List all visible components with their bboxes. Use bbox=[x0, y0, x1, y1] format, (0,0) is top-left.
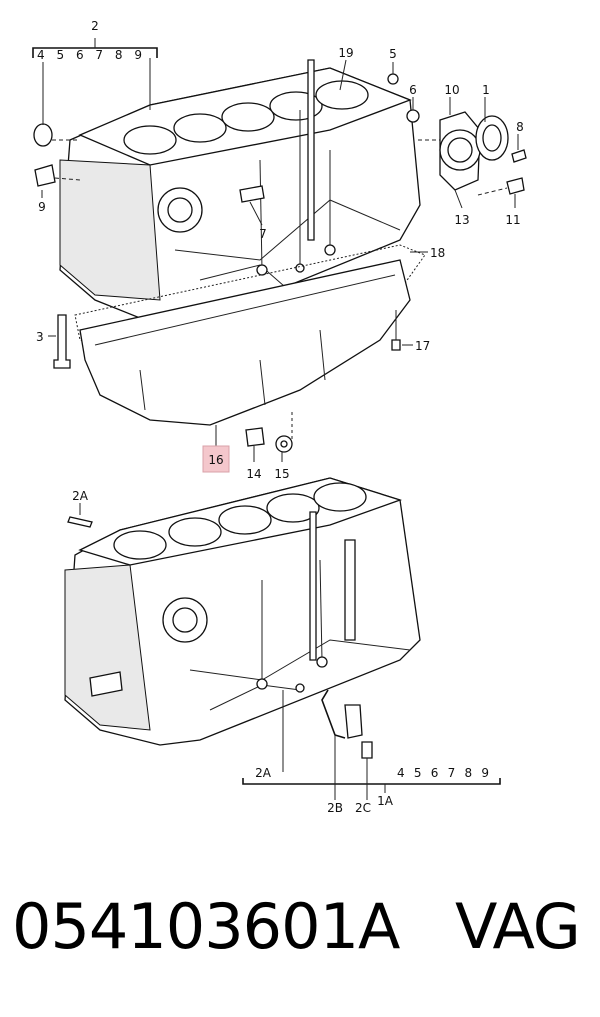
engine-block-bottom bbox=[64, 477, 421, 746]
footer: 054103601A VAG bbox=[0, 890, 600, 980]
leader-lines-top bbox=[32, 38, 519, 462]
leader-lines-bottom bbox=[79, 503, 501, 800]
bolt-3 bbox=[53, 314, 71, 369]
part-number: 054103601A bbox=[12, 890, 400, 963]
bolt-2c bbox=[361, 741, 373, 759]
label-18: 18 bbox=[430, 246, 445, 260]
label-16: 16 bbox=[208, 453, 223, 467]
sensor-1a bbox=[344, 704, 363, 739]
gasket-18 bbox=[74, 244, 426, 361]
label-10: 10 bbox=[444, 83, 459, 97]
label-6: 6 bbox=[409, 83, 417, 97]
plug-4 bbox=[33, 123, 53, 147]
label-2a-top: 2A bbox=[72, 489, 89, 503]
label-8: 8 bbox=[516, 120, 524, 134]
pin-8 bbox=[511, 149, 527, 163]
label-bottom-items: 4 5 6 7 8 9 bbox=[397, 766, 489, 780]
label-14: 14 bbox=[246, 467, 261, 481]
bolt-17 bbox=[391, 339, 401, 351]
label-2c: 2C bbox=[355, 801, 371, 815]
engine-block-top bbox=[59, 59, 421, 331]
label-3: 3 bbox=[36, 330, 44, 344]
cap-6 bbox=[406, 109, 420, 123]
label-17: 17 bbox=[415, 339, 430, 353]
label-19: 19 bbox=[338, 46, 353, 60]
label-5: 5 bbox=[389, 47, 397, 61]
label-2: 2 bbox=[91, 19, 99, 33]
label-2b: 2B bbox=[327, 801, 343, 815]
brand-name: VAG bbox=[455, 890, 581, 963]
label-1: 1 bbox=[482, 83, 490, 97]
drain-plug-14 bbox=[245, 427, 265, 447]
exploded-parts-diagram: 2 4 5 6 7 8 9 19 5 6 10 1 8 9 7 13 11 18… bbox=[32, 19, 527, 815]
highlight-box-16 bbox=[202, 445, 230, 473]
label-9: 9 bbox=[38, 200, 46, 214]
pin-2a bbox=[67, 516, 93, 528]
label-13: 13 bbox=[454, 213, 469, 227]
bolt-11 bbox=[506, 177, 525, 195]
oil-pan bbox=[79, 259, 411, 426]
bolt-7 bbox=[239, 185, 265, 203]
label-1a: 1A bbox=[377, 794, 394, 808]
pipe-2b bbox=[321, 689, 346, 739]
label-7: 7 bbox=[259, 227, 267, 241]
pin-9 bbox=[34, 164, 56, 187]
cap-5 bbox=[387, 73, 399, 85]
label-group-2-items: 4 5 6 7 8 9 bbox=[37, 48, 142, 62]
label-15: 15 bbox=[274, 467, 289, 481]
label-2a-bottom: 2A bbox=[255, 766, 272, 780]
label-11: 11 bbox=[505, 213, 520, 227]
